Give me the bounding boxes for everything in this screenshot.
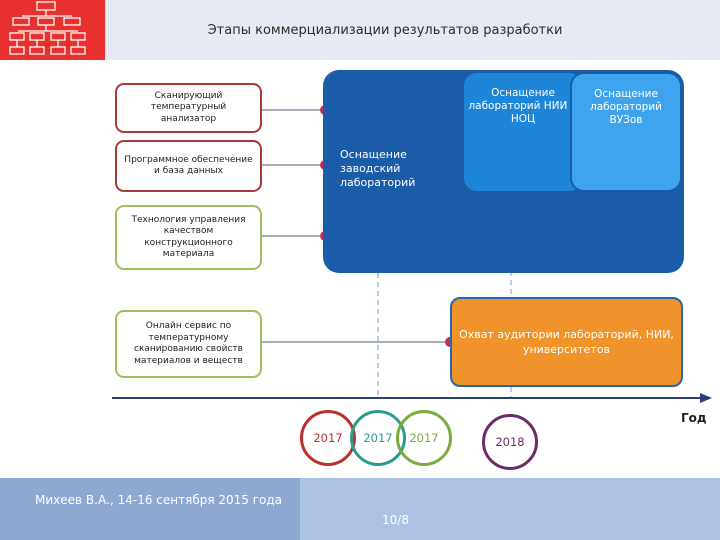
sub-block-nii: Оснащение лабораторий НИИ и НОЦ [463, 72, 583, 192]
blue-block-label: Оснащение заводский лабораторий [340, 148, 416, 189]
title-bar [105, 0, 720, 60]
logo [0, 0, 105, 60]
page-number: 10/8 [382, 513, 409, 527]
year-circle-4: 2018 [482, 414, 538, 470]
box-scanner: Сканирующий температурный анализатор [115, 83, 262, 133]
sub-block-nii-label: Оснащение лабораторий НИИ и НОЦ [468, 87, 578, 125]
box-quality-tech-label: Технология управления качеством конструк… [131, 214, 246, 260]
sub-block-vuz-label: Оснащение лабораторий ВУЗов [590, 88, 662, 126]
page-title: Этапы коммерциализации результатов разра… [207, 22, 563, 38]
org-chart-icon [9, 1, 86, 55]
box-online-service-label: Онлайн сервис по температурному сканиров… [134, 321, 243, 366]
box-software-label: Программное обеспечение и база данных [124, 154, 253, 177]
year-circle-1: 2017 [300, 410, 356, 466]
orange-block: Охват аудитории лабораторий, НИИ, универ… [450, 297, 683, 387]
box-software: Программное обеспечение и база данных [115, 140, 262, 192]
year-circle-3: 2017 [396, 410, 452, 466]
year-label-1: 2017 [313, 431, 343, 445]
sub-block-vuz: Оснащение лабораторий ВУЗов [570, 72, 682, 192]
axis-arrow-icon [700, 393, 712, 403]
axis-label: Год [681, 411, 707, 425]
box-online-service: Онлайн сервис по температурному сканиров… [115, 310, 262, 378]
year-label-4: 2018 [495, 435, 525, 449]
footer-author: Михеев В.А., 14-16 сентября 2015 года [35, 493, 283, 507]
year-label-2: 2017 [363, 431, 393, 445]
footer-left-panel [0, 478, 300, 540]
orange-block-label: Охват аудитории лабораторий, НИИ, универ… [459, 328, 674, 356]
box-scanner-label: Сканирующий температурный анализатор [150, 90, 227, 124]
year-label-3: 2017 [409, 431, 439, 445]
box-quality-tech: Технология управления качеством конструк… [115, 205, 262, 270]
